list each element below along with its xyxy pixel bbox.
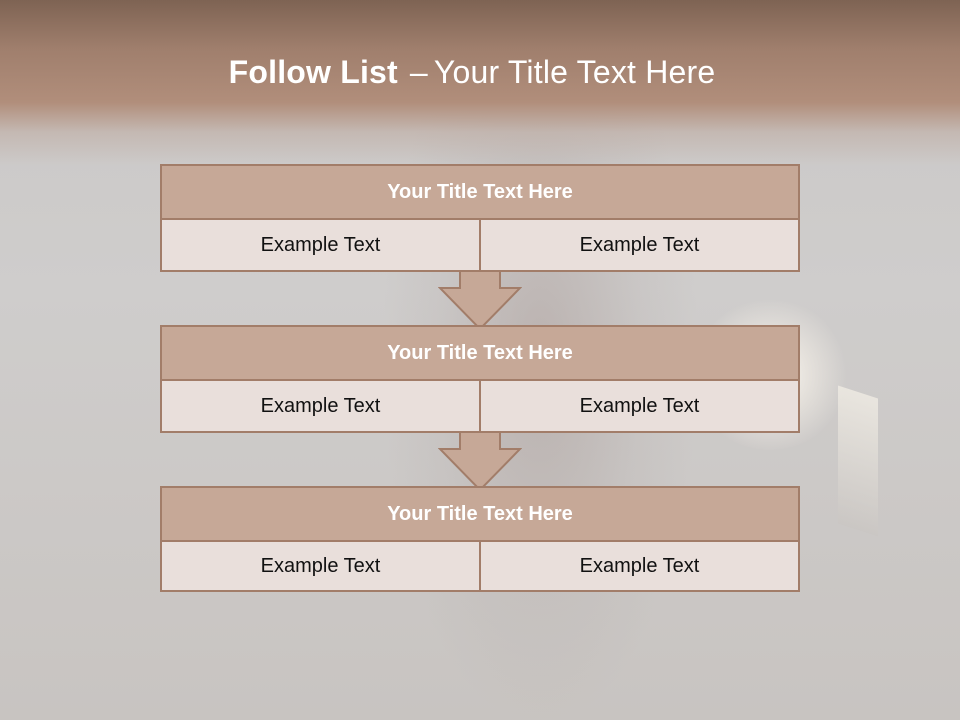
block-cell-left: Example Text <box>160 542 481 592</box>
block-cell-right: Example Text <box>481 542 800 592</box>
block-cell-left: Example Text <box>160 220 481 272</box>
slide-title-rest: Your Title Text Here <box>433 54 716 90</box>
header-band <box>0 0 960 165</box>
block-title: Your Title Text Here <box>160 164 800 220</box>
block-row: Example Text Example Text <box>160 381 800 433</box>
list-block-1: Your Title Text Here Example Text Exampl… <box>160 164 800 272</box>
block-cell-right: Example Text <box>481 381 800 433</box>
slide-title-dash: – <box>409 54 428 90</box>
list-block-2: Your Title Text Here Example Text Exampl… <box>160 325 800 433</box>
slide-title-bold: Follow List <box>228 54 398 90</box>
list-block-3: Your Title Text Here Example Text Exampl… <box>160 486 800 592</box>
background-reflector-panel <box>838 385 878 537</box>
down-arrow-icon <box>438 431 522 492</box>
block-title: Your Title Text Here <box>160 325 800 381</box>
down-arrow-icon <box>438 270 522 331</box>
block-title: Your Title Text Here <box>160 486 800 542</box>
block-row: Example Text Example Text <box>160 542 800 592</box>
block-row: Example Text Example Text <box>160 220 800 272</box>
slide-title: Follow List–Your Title Text Here <box>0 54 944 91</box>
block-cell-right: Example Text <box>481 220 800 272</box>
block-cell-left: Example Text <box>160 381 481 433</box>
